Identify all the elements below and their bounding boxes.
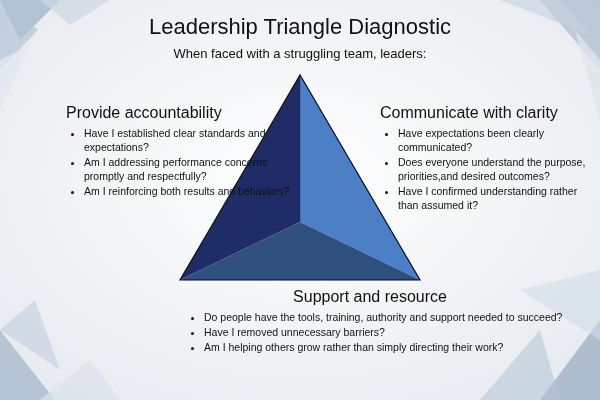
text-group: Provide accountabilityHave I established… xyxy=(66,104,298,200)
bullet-item: Have I established clear standards and e… xyxy=(84,127,298,155)
bullet-list: Have expectations been clearly communica… xyxy=(380,127,592,213)
group-heading: Provide accountability xyxy=(66,104,298,122)
title: Leadership Triangle Diagnostic xyxy=(0,14,600,40)
bullet-item: Do people have the tools, training, auth… xyxy=(204,311,594,325)
bullet-item: Am I reinforcing both results and behavi… xyxy=(84,185,298,199)
triangle-face xyxy=(180,222,420,280)
bullet-item: Does everyone understand the purpose, pr… xyxy=(398,156,592,184)
subtitle: When faced with a struggling team, leade… xyxy=(0,46,600,61)
bullet-item: Have I removed unnecessary barriers? xyxy=(204,326,594,340)
text-group: Support and resourceDo people have the t… xyxy=(186,288,594,356)
bullet-item: Am I addressing performance concerns pro… xyxy=(84,156,298,184)
text-group: Communicate with clarityHave expectation… xyxy=(380,104,592,214)
bullet-item: Am I helping others grow rather than sim… xyxy=(204,341,594,355)
bullet-list: Do people have the tools, training, auth… xyxy=(186,311,594,355)
triangle-ridge xyxy=(300,75,301,222)
bullet-item: Have I confirmed understanding rather th… xyxy=(398,185,592,213)
bullet-list: Have I established clear standards and e… xyxy=(66,127,298,199)
bullet-item: Have expectations been clearly communica… xyxy=(398,127,592,155)
group-heading: Communicate with clarity xyxy=(380,104,592,122)
group-heading: Support and resource xyxy=(146,288,594,306)
